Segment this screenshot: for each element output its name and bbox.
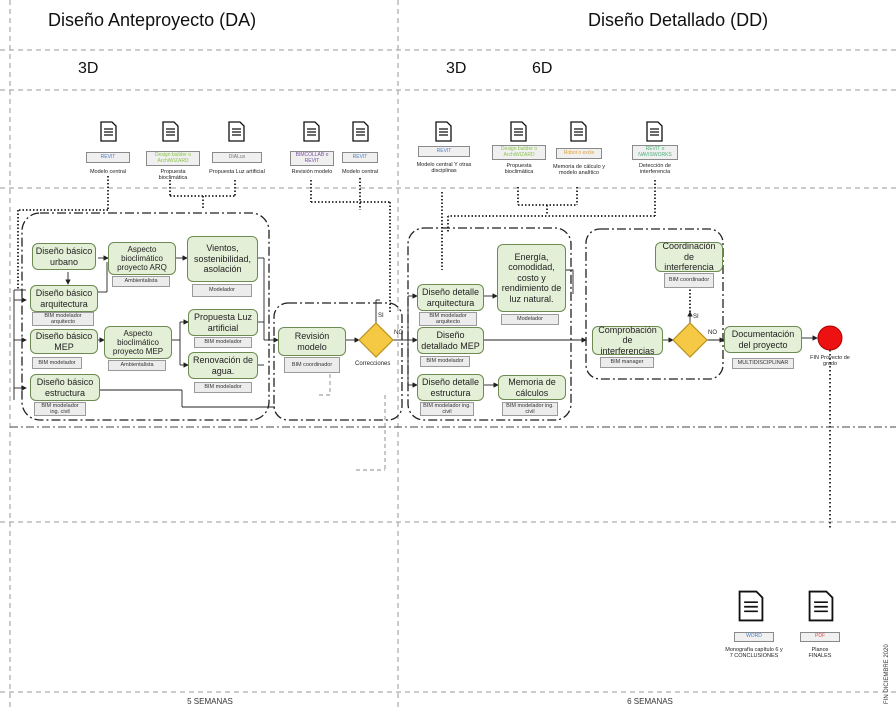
doc-caption: Modelo central: [341, 169, 379, 175]
document-icon: [570, 121, 587, 142]
task-bioclimatico-arq[interactable]: Aspecto bioclimático proyecto ARQ: [108, 242, 176, 275]
task-diseno-estructura[interactable]: Diseño básico estructura: [30, 374, 100, 401]
document-icon: [808, 590, 834, 622]
software-tag: DIALux: [212, 152, 262, 163]
doc-caption: Modelo central: [89, 169, 127, 175]
task-documentacion[interactable]: Documentación del proyecto: [724, 326, 802, 353]
task-energia[interactable]: Energía, comodidad, costo y rendimiento …: [497, 244, 566, 312]
role-label: Modelador: [501, 314, 559, 325]
group-containers: [21, 212, 724, 421]
return-links: [316, 367, 386, 471]
role-label: Ambientalista: [108, 360, 166, 371]
role-label: BIM coordinador: [664, 273, 714, 288]
role-label: BIM coordinador: [284, 357, 340, 373]
interference-decision-diamond: [672, 322, 708, 358]
role-label: BIM modelador: [194, 337, 252, 348]
energia-link: [566, 269, 574, 294]
phase-dd-dim-3d: 3D: [446, 60, 467, 77]
role-label: BIM manager: [600, 357, 654, 368]
role-label: BIM modelador: [194, 382, 252, 393]
document-icon: [646, 121, 663, 142]
role-label: BIM modelador: [420, 356, 470, 367]
doc-caption: Monografía capítulo 6 y 7 CONCLUSIONES: [725, 647, 783, 660]
fin-label: FIN Proyecto de grado: [810, 355, 850, 368]
software-tag: REVIT o NAVISWORKS: [632, 145, 678, 160]
software-tag: Robot o excle: [556, 148, 602, 159]
document-icon: [303, 121, 320, 142]
document-icon: [228, 121, 245, 142]
review-decision-diamond: [358, 322, 394, 358]
software-tag: WORD: [734, 632, 774, 642]
software-tag: BIMCOLLAB o REVIT: [290, 151, 334, 166]
edge-note: FIN DICIEMBRE 2020: [884, 644, 890, 704]
phase-dd-title: Diseño Detallado (DD): [588, 10, 769, 30]
flow-arrows: [13, 255, 818, 408]
role-label: MULTIDISCIPLINAR: [732, 358, 794, 369]
software-tag: REVIT: [342, 152, 378, 163]
doc-caption: Revisión modelo: [291, 169, 333, 175]
role-label: BIM modelador ing. civil: [420, 402, 474, 416]
task-diseno-arquitectura[interactable]: Diseño básico arquitectura: [30, 285, 98, 312]
role-label: BIM modelador arquitecto: [32, 312, 94, 326]
document-icon: [162, 121, 179, 142]
task-coordinacion-interferencia[interactable]: Coordinación de interferencia: [655, 241, 723, 272]
decision-label: Correcciones: [355, 361, 391, 367]
task-revision-modelo[interactable]: Revisión modelo: [278, 327, 346, 356]
role-label: Ambientalista: [112, 276, 170, 287]
software-tag: PDF: [800, 632, 840, 642]
task-detalle-arquitectura[interactable]: Diseño detalle arquitectura: [417, 284, 484, 311]
role-label: BIM modelador arquitecto: [419, 312, 477, 326]
phase-da-dim: 3D: [78, 60, 99, 77]
decision-no: NO: [708, 330, 717, 336]
doc-caption: Propuesta bioclimática: [504, 163, 534, 176]
doc-caption: Detección de interferencia: [638, 163, 672, 176]
task-comprobacion-interferencias[interactable]: Comprobación de interferencias: [592, 325, 663, 356]
task-vientos[interactable]: Vientos, sostenibilidad, asolación: [187, 236, 258, 282]
task-detalle-estructura[interactable]: Diseño detalle estructura: [417, 374, 484, 401]
software-tag: Design builder o ArchiWIZARD: [492, 145, 546, 160]
task-diseno-urbano[interactable]: Diseño básico urbano: [32, 243, 96, 270]
role-label: BIM modelador: [32, 357, 82, 369]
document-icon: [352, 121, 369, 142]
decision-yes: SI: [378, 313, 384, 319]
task-diseno-mep[interactable]: Diseño básico MEP: [30, 329, 98, 354]
doc-caption: Propuesta Luz artificial: [209, 169, 265, 175]
weeks-da: 5 SEMANAS: [187, 697, 233, 706]
phase-dd-dim-6d: 6D: [532, 60, 553, 77]
software-tag: REVIT: [418, 146, 470, 157]
fin-circle: [817, 325, 843, 351]
role-label: BIM modelador ing. civil: [34, 402, 86, 416]
software-tag: REVIT: [86, 152, 130, 163]
role-label: BIM modelador ing. civil: [502, 402, 558, 416]
task-renovacion-agua[interactable]: Renovación de agua.: [188, 352, 258, 379]
task-bioclimatico-mep[interactable]: Aspecto bioclimático proyecto MEP: [104, 326, 172, 359]
doc-caption: Propuesta bioclimática: [158, 169, 188, 182]
software-tag: Design builder o ArchiWIZARD: [146, 151, 200, 166]
document-icon: [510, 121, 527, 142]
task-luz-artificial[interactable]: Propuesta Luz artificial: [188, 309, 258, 336]
doc-caption: Modelo central Y otras disciplinas: [416, 162, 472, 175]
role-label: Modelador: [192, 284, 252, 297]
document-icon: [100, 121, 117, 142]
phase-da-title: Diseño Anteproyecto (DA): [48, 10, 257, 30]
doc-caption: Memoria de cálculo y modelo analítico: [553, 164, 605, 177]
document-icon: [738, 590, 764, 622]
decision-yes: SI: [693, 314, 699, 320]
weeks-dd: 6 SEMANAS: [627, 697, 673, 706]
task-detallado-mep[interactable]: Diseño detallado MEP: [417, 327, 484, 354]
task-memoria-calculos[interactable]: Memoria de cálculos: [498, 375, 566, 400]
document-links: [17, 176, 691, 312]
doc-caption: Planos FINALES: [808, 647, 832, 660]
decision-no: NO: [394, 330, 403, 336]
document-icon: [435, 121, 452, 142]
